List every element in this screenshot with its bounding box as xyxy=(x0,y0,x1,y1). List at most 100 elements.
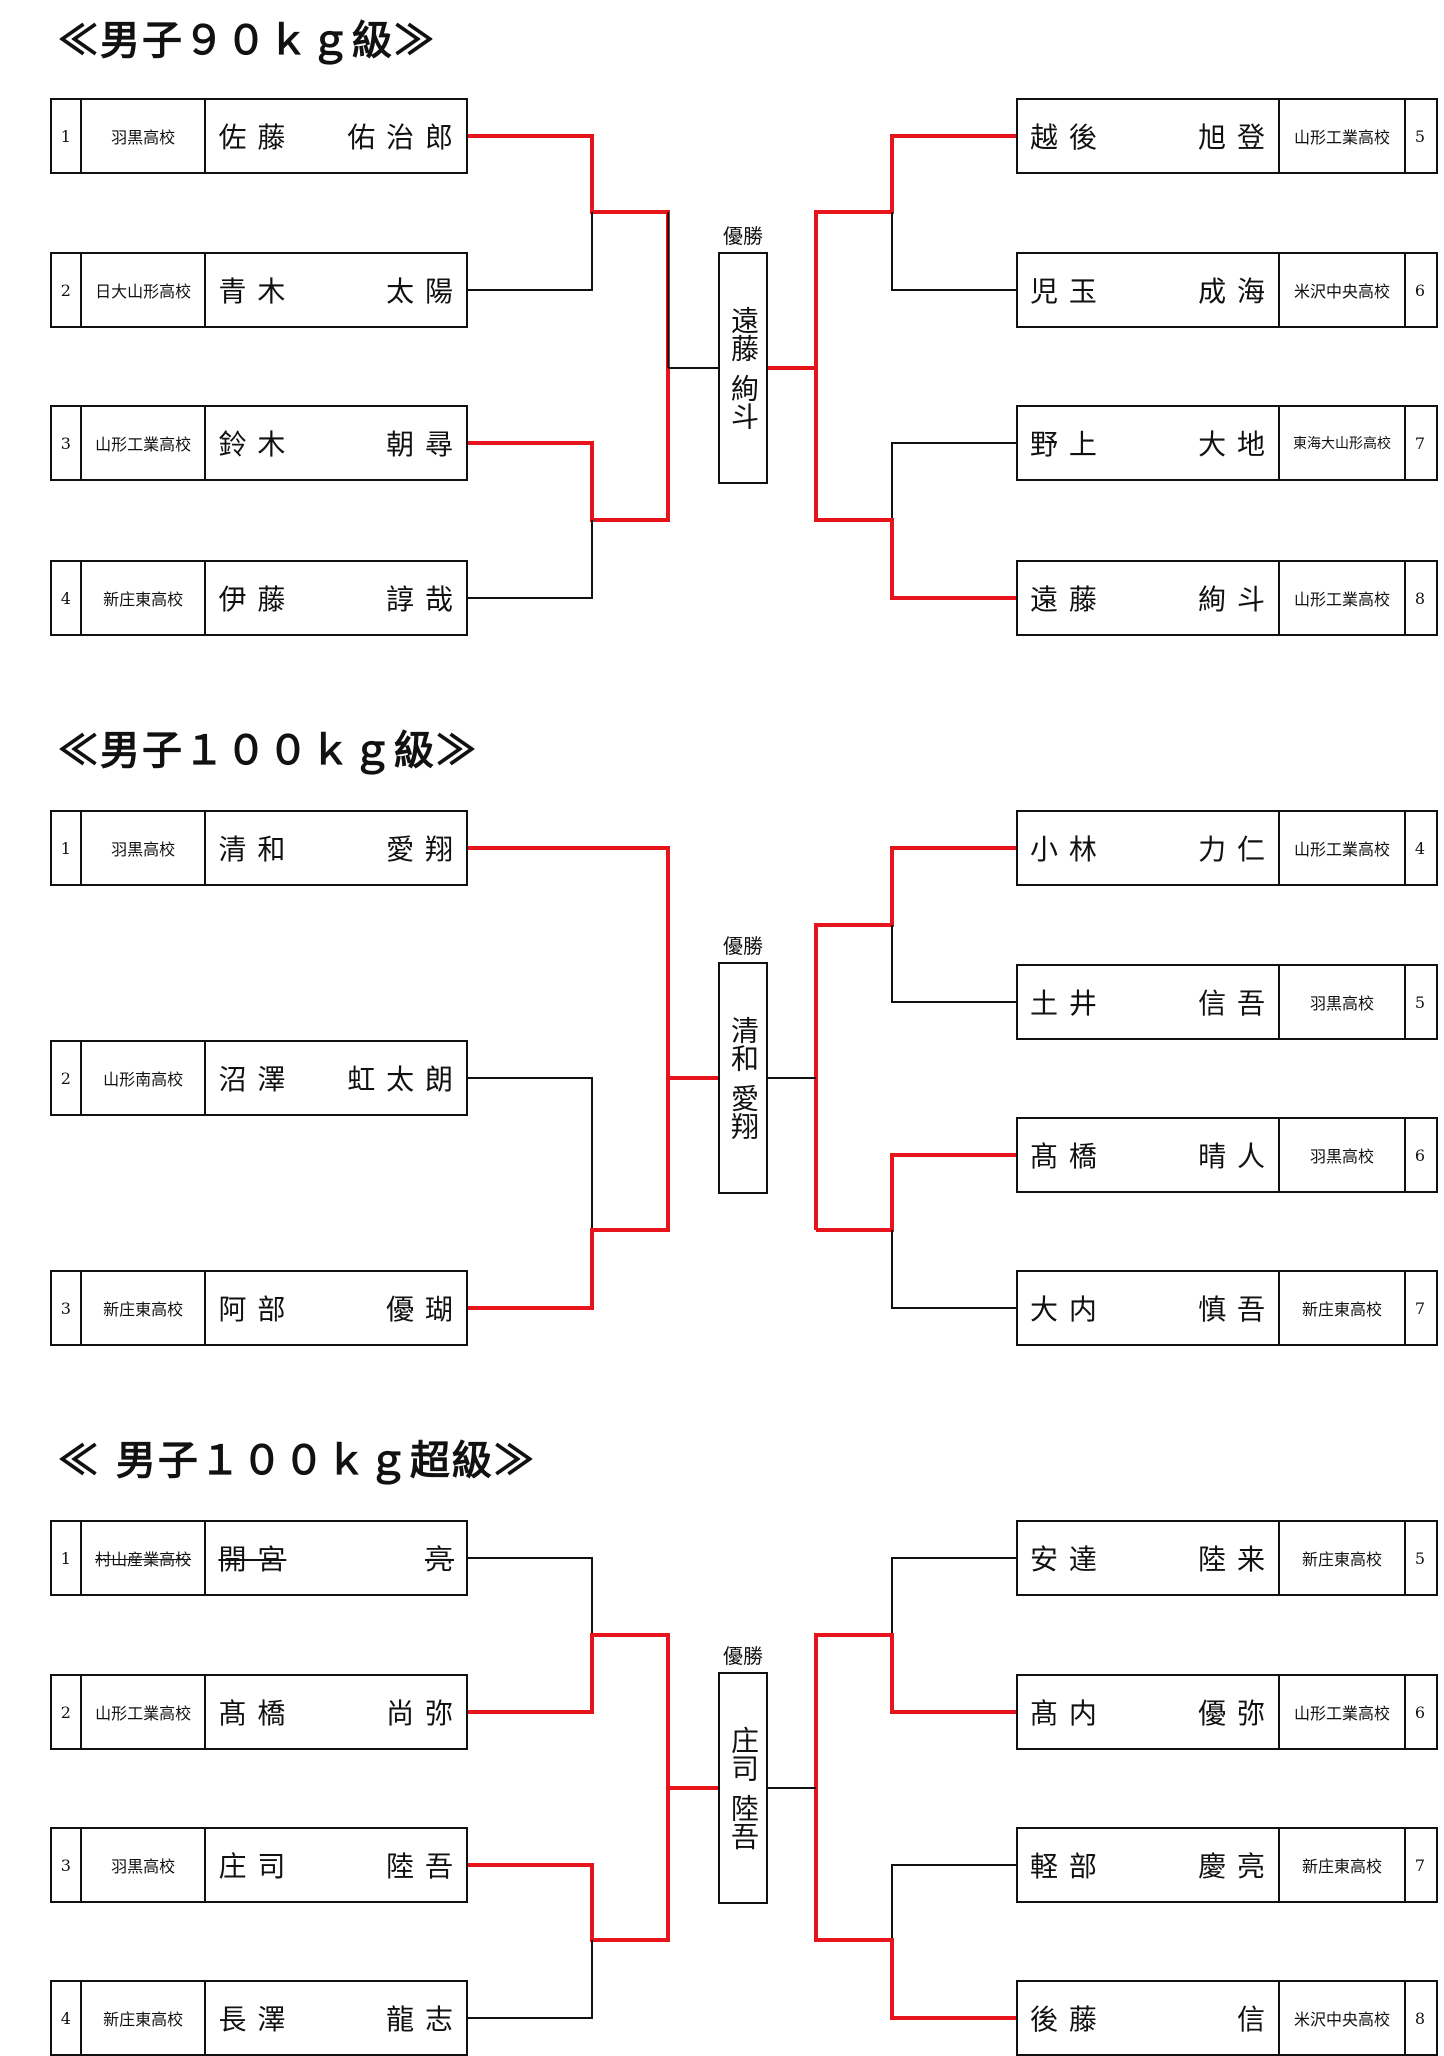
school-name: 新庄東高校 xyxy=(82,1982,207,2054)
entry-left-1: 1 村山産業高校 開 宮亮 xyxy=(50,1520,468,1596)
entry-left-2: 2 山形南高校 沼 澤虹 太 朗 xyxy=(50,1040,468,1116)
seed-number: 6 xyxy=(1414,1702,1426,1722)
seed-number: 1 xyxy=(52,812,82,884)
seed-number: 4 xyxy=(52,1982,82,2054)
school-name: 村山産業高校 xyxy=(82,1522,207,1594)
seed-number: 6 xyxy=(1414,1145,1426,1165)
entry-right-6: 髙 橋晴 人 羽黒高校 6 xyxy=(1016,1117,1438,1193)
seed-number: 4 xyxy=(52,562,82,634)
entry-left-1: 1 羽黒高校 清 和愛 翔 xyxy=(50,810,468,886)
seed-number: 5 xyxy=(1414,992,1426,1012)
winner-last: 清和 xyxy=(727,1016,760,1072)
school-name: 羽黒高校 xyxy=(82,1829,207,1901)
bracket-lines xyxy=(466,134,1016,600)
entry-right-5: 安 達陸 来 新庄東高校 5 xyxy=(1016,1520,1438,1596)
athlete-name: 髙 内優 弥 xyxy=(1018,1676,1280,1748)
entry-right-6: 児 玉成 海 米沢中央高校 6 xyxy=(1016,252,1438,328)
school-name: 羽黒高校 xyxy=(82,100,207,172)
school-name: 新庄東高校 xyxy=(82,1272,207,1344)
winner-last: 庄司 xyxy=(727,1726,760,1782)
winner-first: 絢斗 xyxy=(727,374,760,430)
school-name: 羽黒高校 xyxy=(82,812,207,884)
bracket-100kg: ≪男子１００ｋｇ級≫ 1 羽黒高校 清 和愛 翔 2 山形南高校 沼 澤虹 太 … xyxy=(0,710,1444,1370)
school-name: 米沢中央高校 xyxy=(1280,254,1406,326)
entry-left-4: 4 新庄東高校 伊 藤諄 哉 xyxy=(50,560,468,636)
school-name: 新庄東高校 xyxy=(1280,1829,1406,1901)
entry-right-4: 小 林力 仁 山形工業高校 4 xyxy=(1016,810,1438,886)
school-name: 山形工業高校 xyxy=(82,407,207,479)
school-name: 日大山形高校 xyxy=(82,254,207,326)
winner-label: 優勝 xyxy=(723,934,763,958)
athlete-name: 軽 部慶 亮 xyxy=(1018,1829,1280,1901)
entry-right-5: 土 井信 吾 羽黒高校 5 xyxy=(1016,964,1438,1040)
school-name: 羽黒高校 xyxy=(1280,1119,1406,1191)
seed-number: 6 xyxy=(1414,280,1426,300)
seed-number: 8 xyxy=(1414,2008,1426,2028)
winner-box: 庄司 陸吾 xyxy=(718,1672,768,1904)
entry-right-5: 越 後旭 登 山形工業高校 5 xyxy=(1016,98,1438,174)
athlete-name: 後 藤信 xyxy=(1018,1982,1280,2054)
entry-left-2: 2 山形工業高校 髙 橋尚 弥 xyxy=(50,1674,468,1750)
athlete-name: 伊 藤諄 哉 xyxy=(218,583,455,616)
school-name: 山形工業高校 xyxy=(1280,1676,1406,1748)
athlete-name: 髙 橋晴 人 xyxy=(1018,1119,1280,1191)
athlete-name: 小 林力 仁 xyxy=(1018,812,1280,884)
school-name: 新庄東高校 xyxy=(1280,1272,1406,1344)
seed-number: 2 xyxy=(52,1042,82,1114)
winner-label: 優勝 xyxy=(723,224,763,248)
school-name: 山形工業高校 xyxy=(1280,812,1406,884)
athlete-name: 安 達陸 来 xyxy=(1018,1522,1280,1594)
athlete-name: 長 澤龍 志 xyxy=(218,2003,455,2036)
athlete-name: 開 宮亮 xyxy=(218,1543,455,1576)
seed-number: 5 xyxy=(1414,1548,1426,1568)
school-name: 新庄東高校 xyxy=(1280,1522,1406,1594)
school-name: 山形南高校 xyxy=(82,1042,207,1114)
entry-right-7: 野 上大 地 東海大山形高校 7 xyxy=(1016,405,1438,481)
winner-last: 遠藤 xyxy=(727,306,760,362)
bracket-90kg: ≪男子９０ｋｇ級≫ 1 羽黒高校 佐 藤佑 治 郎 2 日大山形高校 青 木太 … xyxy=(0,0,1444,660)
bracket-title: ≪ 男子１００ｋｇ超級≫ xyxy=(58,1437,536,1484)
seed-number: 2 xyxy=(52,1676,82,1748)
entry-left-4: 4 新庄東高校 長 澤龍 志 xyxy=(50,1980,468,2056)
school-name: 羽黒高校 xyxy=(1280,966,1406,1038)
winner-box: 遠藤 絢斗 xyxy=(718,252,768,484)
school-name: 山形工業高校 xyxy=(1280,562,1406,634)
seed-number: 1 xyxy=(52,100,82,172)
athlete-name: 大 内慎 吾 xyxy=(1018,1272,1280,1344)
bracket-lines xyxy=(466,1557,1016,2020)
athlete-name: 髙 橋尚 弥 xyxy=(218,1697,455,1730)
entry-right-8: 後 藤信 米沢中央高校 8 xyxy=(1016,1980,1438,2056)
entry-left-3: 3 山形工業高校 鈴 木朝 尋 xyxy=(50,405,468,481)
entry-right-6: 髙 内優 弥 山形工業高校 6 xyxy=(1016,1674,1438,1750)
athlete-name: 清 和愛 翔 xyxy=(218,833,455,866)
athlete-name: 青 木太 陽 xyxy=(218,275,455,308)
school-name: 山形工業高校 xyxy=(82,1676,207,1748)
entry-right-8: 遠 藤絢 斗 山形工業高校 8 xyxy=(1016,560,1438,636)
athlete-name: 土 井信 吾 xyxy=(1018,966,1280,1038)
winner-first: 陸吾 xyxy=(727,1794,760,1850)
seed-number: 7 xyxy=(1414,433,1426,453)
athlete-name: 野 上大 地 xyxy=(1018,407,1280,479)
winner-label: 優勝 xyxy=(723,1644,763,1668)
entry-left-3: 3 羽黒高校 庄 司陸 吾 xyxy=(50,1827,468,1903)
school-name: 新庄東高校 xyxy=(82,562,207,634)
school-name: 東海大山形高校 xyxy=(1280,407,1406,479)
athlete-name: 佐 藤佑 治 郎 xyxy=(218,121,455,154)
bracket-lines xyxy=(466,846,1016,1310)
athlete-name: 庄 司陸 吾 xyxy=(218,1850,455,1883)
seed-number: 1 xyxy=(52,1522,82,1594)
entry-left-1: 1 羽黒高校 佐 藤佑 治 郎 xyxy=(50,98,468,174)
athlete-name: 遠 藤絢 斗 xyxy=(1018,562,1280,634)
entry-right-7: 軽 部慶 亮 新庄東高校 7 xyxy=(1016,1827,1438,1903)
seed-number: 8 xyxy=(1414,588,1426,608)
school-name: 山形工業高校 xyxy=(1280,100,1406,172)
school-name: 米沢中央高校 xyxy=(1280,1982,1406,2054)
seed-number: 4 xyxy=(1414,838,1426,858)
entry-left-2: 2 日大山形高校 青 木太 陽 xyxy=(50,252,468,328)
seed-number: 5 xyxy=(1414,126,1426,146)
bracket-title: ≪男子１００ｋｇ級≫ xyxy=(58,727,478,774)
seed-number: 7 xyxy=(1414,1298,1426,1318)
winner-box: 清和 愛翔 xyxy=(718,962,768,1194)
athlete-name: 児 玉成 海 xyxy=(1018,254,1280,326)
seed-number: 3 xyxy=(52,1829,82,1901)
